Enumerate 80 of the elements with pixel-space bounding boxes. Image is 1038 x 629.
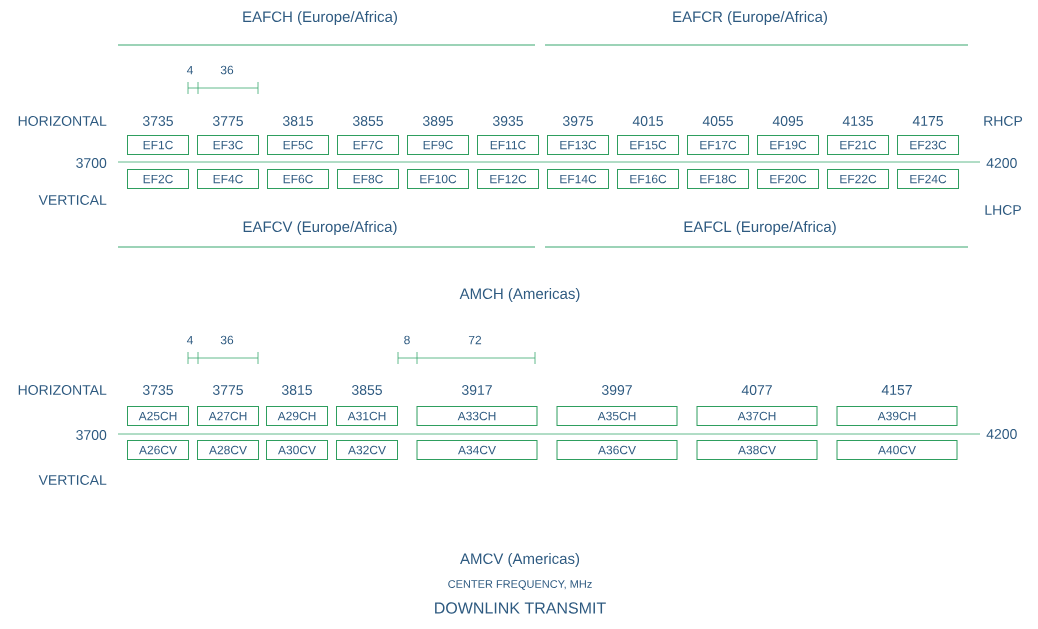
channel-box: EF7C [337, 135, 399, 155]
band-edge-label: 4200 [986, 429, 1017, 439]
channel-box: A25CH [127, 406, 189, 426]
channel-box: EF8C [337, 169, 399, 189]
band-edge-label: 4200 [986, 158, 1017, 168]
channel-box: EF18C [687, 169, 749, 189]
channel-box: EF12C [477, 169, 539, 189]
frequency-label: 3735 [142, 116, 173, 126]
frequency-label: 3815 [282, 116, 313, 126]
frequency-label: 3855 [351, 385, 382, 395]
channel-box: A29CH [266, 406, 328, 426]
channel-box: EF15C [617, 135, 679, 155]
polarization-label: VERTICAL [38, 475, 107, 485]
frequency-label: 4135 [842, 116, 873, 126]
channel-box: EF21C [827, 135, 889, 155]
channel-box: A33CH [416, 406, 538, 426]
channel-box: A40CV [836, 440, 958, 460]
channel-box: EF3C [197, 135, 259, 155]
channel-box: A27CH [197, 406, 259, 426]
channel-box: A36CV [556, 440, 678, 460]
channel-box: EF1C [127, 135, 189, 155]
group-heading: EAFCH (Europe/Africa) [243, 11, 397, 25]
dimension-value: 4 [186, 335, 193, 345]
channel-box: EF2C [127, 169, 189, 189]
channel-box: EF24C [897, 169, 959, 189]
frequency-label: 4015 [632, 116, 663, 126]
polarization-label: HORIZONTAL [18, 116, 107, 126]
frequency-label: 3935 [492, 116, 523, 126]
channel-box: A38CV [696, 440, 818, 460]
dimension-value: 4 [186, 65, 193, 75]
channel-box: EF17C [687, 135, 749, 155]
channel-box: A35CH [556, 406, 678, 426]
channel-box: EF10C [407, 169, 469, 189]
dimension-value: 36 [220, 65, 234, 75]
channel-box: EF9C [407, 135, 469, 155]
polarization-label: VERTICAL [38, 195, 107, 205]
channel-box: A28CV [197, 440, 259, 460]
channel-box: A37CH [696, 406, 818, 426]
band-edge-label: 3700 [76, 158, 107, 168]
channel-box: EF16C [617, 169, 679, 189]
channel-box: EF6C [267, 169, 329, 189]
frequency-label: 3775 [212, 385, 243, 395]
channel-box: EF23C [897, 135, 959, 155]
polarization-label: RHCP [984, 116, 1023, 126]
channel-box: A39CH [836, 406, 958, 426]
polarization-label: LHCP [985, 205, 1021, 215]
frequency-label: 3855 [352, 116, 383, 126]
group-heading: AMCH (Americas) [459, 288, 580, 302]
group-heading: EAFCL (Europe/Africa) [684, 221, 836, 235]
group-heading: AMCV (Americas) [460, 553, 580, 567]
channel-box: EF11C [477, 135, 539, 155]
group-heading: EAFCV (Europe/Africa) [243, 221, 397, 235]
channel-box: EF5C [267, 135, 329, 155]
axis-title: CENTER FREQUENCY, MHz [448, 580, 592, 590]
frequency-label: 3895 [422, 116, 453, 126]
frequency-label: 3815 [281, 385, 312, 395]
channel-box: EF19C [757, 135, 819, 155]
channel-box: EF20C [757, 169, 819, 189]
polarization-label: HORIZONTAL [18, 385, 107, 395]
frequency-label: 4095 [772, 116, 803, 126]
channel-box: EF4C [197, 169, 259, 189]
channel-box: A31CH [336, 406, 398, 426]
group-heading: EAFCR (Europe/Africa) [673, 11, 827, 25]
channel-box: EF22C [827, 169, 889, 189]
frequency-label: 4055 [702, 116, 733, 126]
band-edge-label: 3700 [76, 430, 107, 440]
channel-box: A26CV [127, 440, 189, 460]
frequency-label: 3775 [212, 116, 243, 126]
dimension-value: 8 [404, 335, 410, 345]
channel-box: A30CV [266, 440, 328, 460]
channel-box: A34CV [416, 440, 538, 460]
channel-box: A32CV [336, 440, 398, 460]
frequency-label: 3735 [142, 385, 173, 395]
caption: DOWNLINK TRANSMIT [435, 602, 606, 614]
channel-box: EF13C [547, 135, 609, 155]
frequency-label: 4175 [912, 116, 943, 126]
dimension-value: 36 [220, 335, 234, 345]
frequency-label: 3975 [562, 116, 593, 126]
dimension-value: 72 [468, 335, 482, 345]
channel-box: EF14C [547, 169, 609, 189]
